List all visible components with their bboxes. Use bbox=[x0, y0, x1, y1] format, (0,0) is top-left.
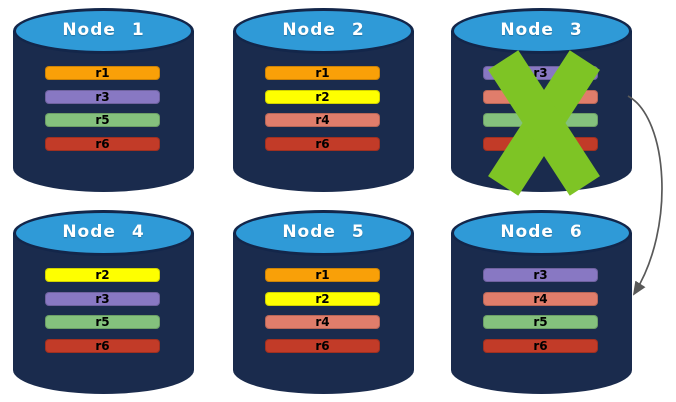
node-3: Node 3r3r4r5r6 bbox=[451, 8, 632, 192]
replica-bar-r4: r4 bbox=[483, 291, 598, 306]
node-label: Node 1 bbox=[62, 20, 145, 40]
replica-bar-r6: r6 bbox=[45, 136, 160, 151]
database-cylinder-top bbox=[451, 210, 632, 256]
replica-bar-r6: r6 bbox=[45, 338, 160, 353]
replica-list: r1 r2 r4 r6 bbox=[265, 268, 380, 353]
replica-list: r3 r4 r5 r6 bbox=[483, 268, 598, 353]
replica-list: r1 r2 r4 r6 bbox=[265, 66, 380, 151]
node-label: Node 2 bbox=[282, 20, 365, 40]
database-cylinder-top bbox=[451, 8, 632, 54]
node-4: Node 4 r2 r3 r5 r6 bbox=[13, 210, 194, 394]
replica-list: r2 r3 r5 r6 bbox=[45, 268, 160, 353]
replica-bar-r5: r5 bbox=[45, 113, 160, 127]
node-label: Node 5 bbox=[282, 222, 365, 242]
node-label: Node 6 bbox=[500, 222, 583, 242]
replica-bar-r6: r6 bbox=[483, 338, 598, 353]
node-2: Node 2 r1 r2 r4 r6 bbox=[233, 8, 414, 192]
replica-bar-r4: r4 bbox=[265, 113, 380, 127]
replica-list: r1 r3 r5 r6 bbox=[45, 66, 160, 151]
database-cylinder-top bbox=[13, 210, 194, 256]
replica-bar-r4: r4 bbox=[265, 315, 380, 329]
database-cylinder-body bbox=[233, 31, 414, 192]
database-cylinder-top bbox=[13, 8, 194, 54]
replica-bar-r5: r5 bbox=[45, 315, 160, 329]
replica-bar-r6: r6 bbox=[265, 338, 380, 353]
failover-arrow-path bbox=[627, 95, 663, 296]
database-cylinder-top bbox=[233, 210, 414, 256]
replica-bar-r2: r2 bbox=[265, 291, 380, 306]
replica-bar-r1: r1 bbox=[45, 66, 160, 80]
replica-bar-r1: r1 bbox=[265, 66, 380, 80]
replica-bar-r1: r1 bbox=[265, 268, 380, 282]
node-label: Node 4 bbox=[62, 222, 145, 242]
replica-bar-r5: r5 bbox=[483, 315, 598, 329]
replica-bar-r2: r2 bbox=[265, 89, 380, 104]
database-cylinder-top bbox=[233, 8, 414, 54]
database-cylinder-body bbox=[233, 233, 414, 394]
failure-x-icon bbox=[488, 49, 600, 196]
replica-bar-r3: r3 bbox=[45, 291, 160, 306]
replica-bar-r2: r2 bbox=[45, 268, 160, 282]
replica-bar-r6: r6 bbox=[265, 136, 380, 151]
database-cylinder-body bbox=[13, 233, 194, 394]
node-label: Node 3 bbox=[500, 20, 583, 40]
node-6: Node 6 r3 r4 r5 r6 bbox=[451, 210, 632, 394]
node-1: Node 1 r1 r3 r5 r6 bbox=[13, 8, 194, 192]
replica-bar-r3: r3 bbox=[483, 268, 598, 282]
database-cylinder-body bbox=[13, 31, 194, 192]
database-cylinder-body bbox=[451, 233, 632, 394]
node-5: Node 5 r1 r2 r4 r6 bbox=[233, 210, 414, 394]
replica-bar-r3: r3 bbox=[45, 89, 160, 104]
